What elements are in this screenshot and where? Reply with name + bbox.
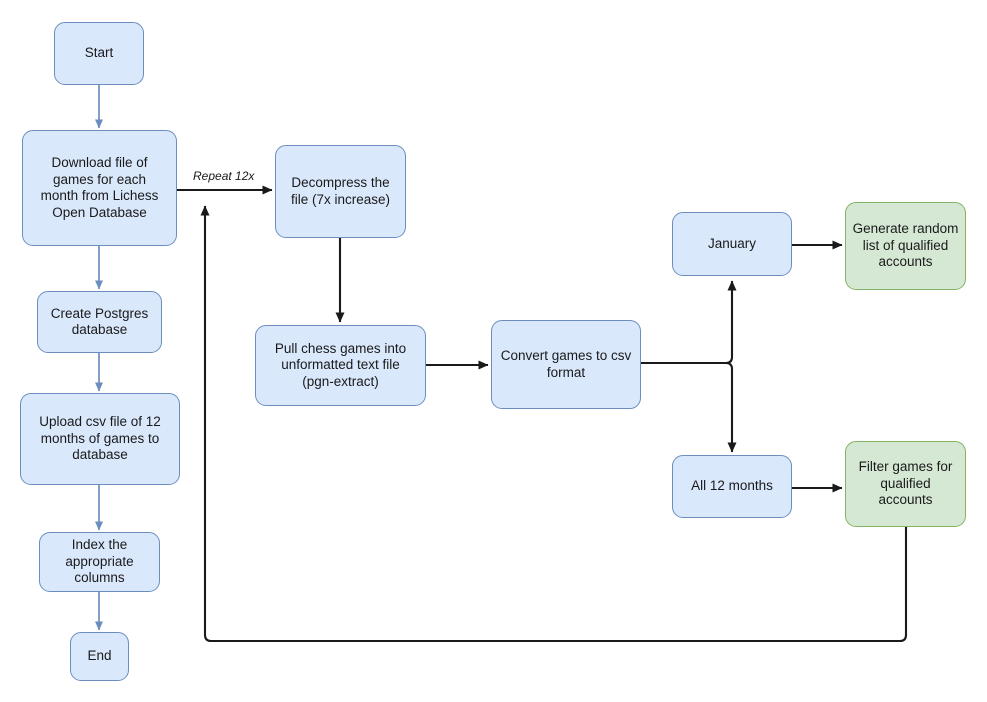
node-create-postgres-database[interactable]: Create Postgres database — [37, 291, 162, 353]
node-create-postgres-database-label: Create Postgres database — [50, 305, 149, 338]
node-january[interactable]: January — [672, 212, 792, 276]
node-filter-games-label: Filter games for qualified accounts — [858, 459, 953, 508]
node-january-label: January — [707, 235, 757, 251]
node-upload-csv[interactable]: Upload csv file of 12 months of games to… — [20, 393, 180, 485]
node-convert-to-csv[interactable]: Convert games to csv format — [491, 320, 641, 409]
node-pull-chess-games[interactable]: Pull chess games into unformatted text f… — [255, 325, 426, 406]
node-generate-random-list-label: Generate random list of qualified accoun… — [852, 221, 959, 270]
node-convert-to-csv-label: Convert games to csv format — [500, 348, 632, 380]
node-index-columns-label: Index the appropriate columns — [65, 537, 134, 586]
edge-convert-to-allmonths — [641, 361, 737, 453]
node-start-label: Start — [84, 45, 114, 61]
node-filter-games[interactable]: Filter games for qualified accounts — [845, 441, 966, 527]
edge-label-repeat-12x: Repeat 12x — [193, 169, 255, 183]
node-generate-random-list[interactable]: Generate random list of qualified accoun… — [845, 202, 966, 290]
node-start[interactable]: Start — [54, 22, 144, 85]
edge-convert-to-january — [641, 280, 737, 365]
node-end[interactable]: End — [70, 632, 129, 681]
node-download-file-label: Download file of games for each month fr… — [40, 155, 159, 220]
node-all-12-months-label: All 12 months — [691, 478, 773, 494]
node-end-label: End — [87, 648, 112, 664]
node-decompress-file[interactable]: Decompress the file (7x increase) — [275, 145, 406, 238]
node-upload-csv-label: Upload csv file of 12 months of games to… — [39, 414, 161, 463]
node-index-columns[interactable]: Index the appropriate columns — [39, 532, 160, 592]
node-pull-chess-games-label: Pull chess games into unformatted text f… — [274, 340, 407, 389]
edge-filter-to-download-loop — [200, 205, 908, 643]
node-all-12-months[interactable]: All 12 months — [672, 455, 792, 518]
node-download-file[interactable]: Download file of games for each month fr… — [22, 130, 177, 246]
node-decompress-file-label: Decompress the file (7x increase) — [290, 175, 391, 207]
